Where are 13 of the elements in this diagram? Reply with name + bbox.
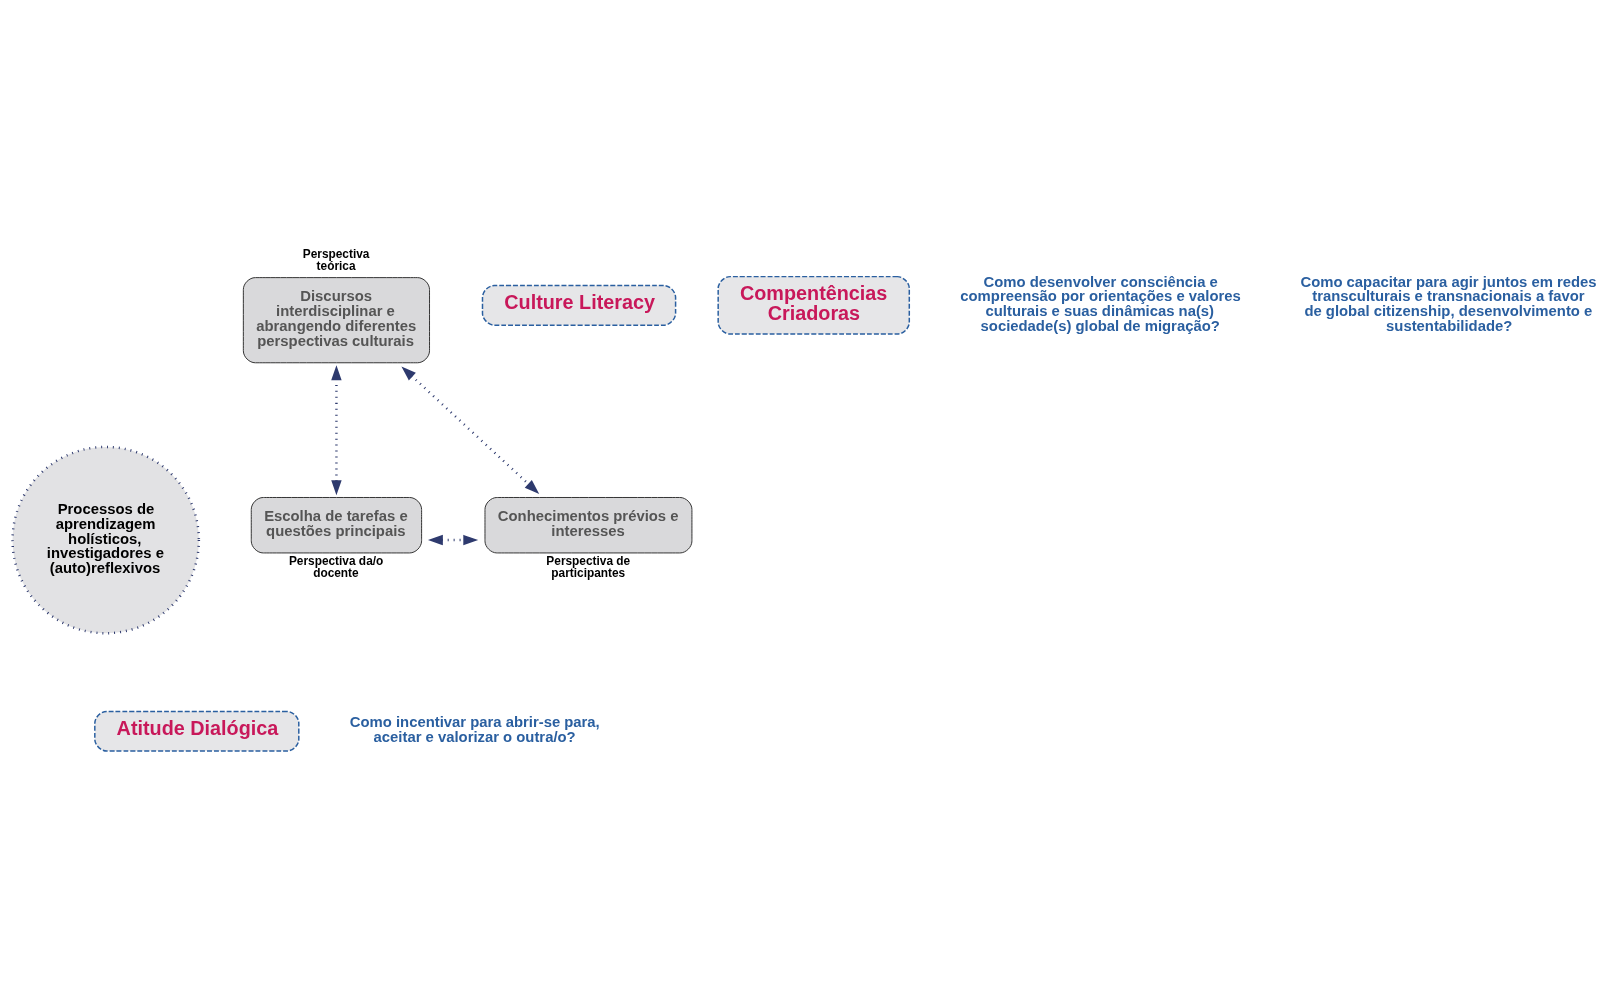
node-box: Compentências Criadoras <box>717 275 911 335</box>
label: Como capacitar para agir juntos em redes transculturais e transnacionais a favor de global citizenship, desenvolvimento e sustentabilidade? <box>1300 273 1597 334</box>
node-box: Culture Literacy <box>481 284 677 326</box>
arrow <box>427 534 479 545</box>
label: Como desenvolver consciência e compreensão por orientações e valores culturais e suas dinâmicas na(s) sociedade(s) global de migração? <box>960 273 1241 334</box>
node-circle: Processos de aprendizagem holísticos, investigadores e (auto)reflexivos <box>11 445 201 634</box>
label: Como incentivar para abrir-se para, aceitar e valorizar o outra/o? <box>349 713 600 745</box>
node-label: Perspectiva da/o docente <box>288 553 384 580</box>
node-box: Atitude Dialógica <box>94 710 300 752</box>
node-label: Perspectiva de participantes <box>546 553 631 580</box>
arrow <box>331 364 342 495</box>
arrow <box>401 365 540 494</box>
node-label: Perspectiva teórica <box>302 246 370 273</box>
